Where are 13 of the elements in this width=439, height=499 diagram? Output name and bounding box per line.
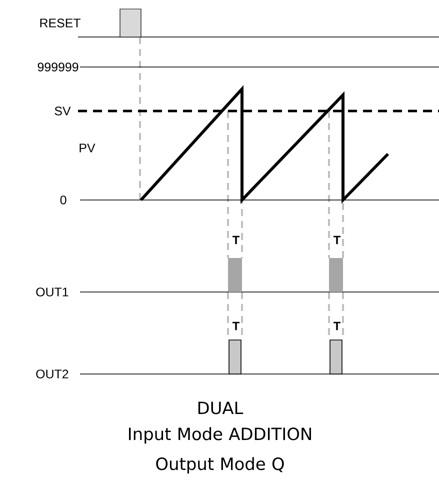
time-label: T	[333, 236, 341, 244]
signal-label: OUT1	[36, 288, 68, 296]
signal-label: PV	[80, 144, 96, 152]
time-label: T	[232, 236, 240, 244]
time-label: T	[232, 322, 240, 330]
signal-label: OUT2	[36, 370, 68, 378]
level-label: 999999	[38, 62, 78, 72]
signal-label: RESET	[40, 18, 81, 28]
time-label: T	[333, 322, 341, 330]
level-label: SV	[54, 106, 71, 116]
caption: Input Mode ADDITION Output Mode Q	[129, 427, 311, 474]
title: DUAL	[198, 402, 244, 414]
level-label: 0	[60, 196, 66, 204]
